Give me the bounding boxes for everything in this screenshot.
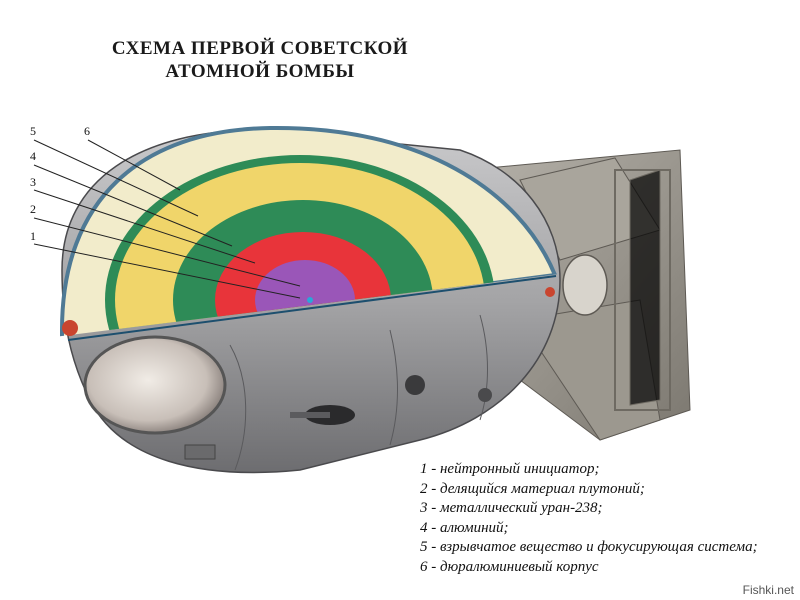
legend-item-3: 3 - металлический уран-238; (420, 500, 603, 517)
fuse-rod (290, 412, 330, 418)
callout-number-5: 5 (30, 124, 36, 138)
diagram-title-line-2: АТОМНОЙ БОМБЫ (165, 61, 355, 82)
nose-cap (62, 320, 78, 336)
legend: 1 - нейтронный инициатор; 2 - делящийся … (420, 460, 800, 578)
legend-item-6: 6 - дюралюминиевый корпус (420, 558, 599, 575)
rear-cap (545, 287, 555, 297)
cutaway-section (60, 125, 558, 340)
callout-number-4: 4 (30, 149, 36, 163)
leader-lines (33, 139, 301, 299)
hull-port (405, 375, 425, 395)
watermark: Fishki.net (742, 583, 794, 597)
hull-port (478, 388, 492, 402)
callout-number-1: 1 (30, 229, 36, 243)
callout-number-2: 2 (30, 202, 36, 216)
legend-item-2: 2 - делящийся материал плутоний; (420, 480, 645, 497)
legend-item-4: 4 - алюминий; (420, 519, 509, 536)
callout-number-3: 3 (30, 175, 36, 189)
nose-window (83, 335, 227, 435)
hull-details (229, 314, 488, 471)
layer-initiator (307, 297, 313, 303)
callout-number-6: 6 (84, 124, 90, 138)
hull-plate (184, 444, 216, 460)
diagram-title-line-1: СХЕМА ПЕРВОЙ СОВЕТСКОЙ (111, 38, 409, 59)
legend-item-1: 1 - нейтронный инициатор; (420, 461, 600, 477)
legend-item-5: 5 - взрывчатое вещество и фокусирующая с… (420, 539, 758, 556)
